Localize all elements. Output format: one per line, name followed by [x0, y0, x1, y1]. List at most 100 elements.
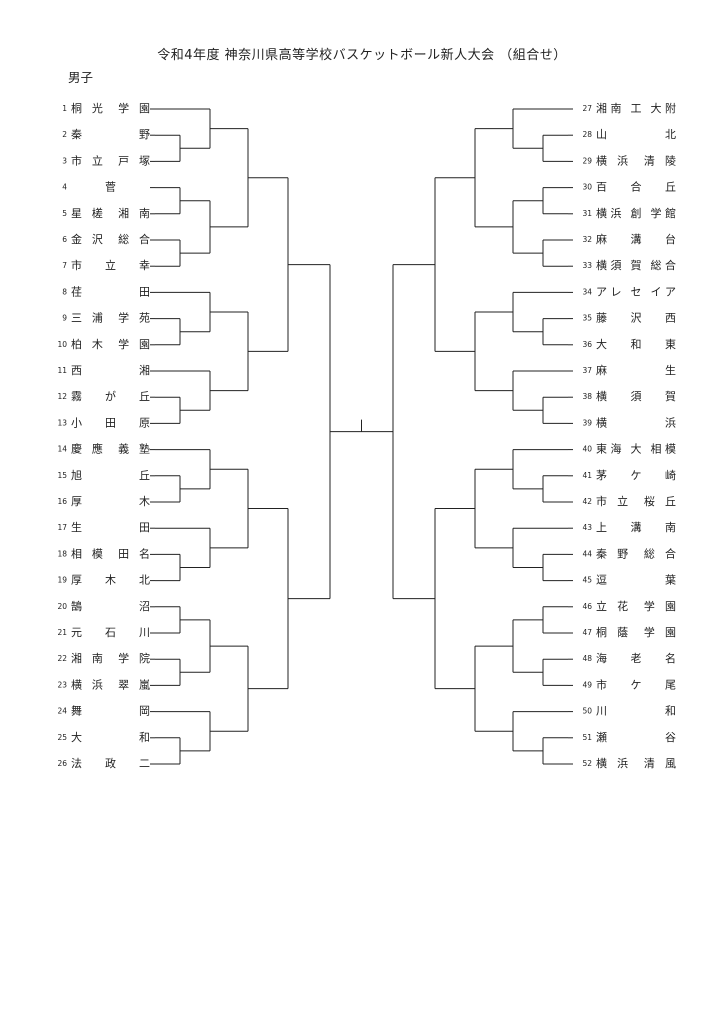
- team-name-char: 風: [665, 757, 676, 770]
- team-name-char: 賀: [665, 390, 676, 403]
- team-seed: 45: [582, 576, 592, 585]
- team-name-char: 星: [71, 207, 82, 220]
- team-name-char: 丘: [665, 181, 676, 194]
- team-name-char: 塚: [139, 154, 150, 167]
- team-name-char: 清: [644, 154, 655, 167]
- team-name-char: 麻: [596, 363, 607, 377]
- team-seed: 22: [57, 654, 67, 663]
- team-name-char: が: [105, 389, 116, 403]
- team-name-char: 百: [596, 181, 607, 194]
- team-name-char: 田: [118, 547, 129, 560]
- team-name-char: 瀬: [596, 730, 607, 744]
- team-name-char: 石: [105, 626, 116, 639]
- team-seed: 30: [582, 183, 592, 192]
- team-name-char: 木: [92, 338, 103, 351]
- team-name-char: 田: [139, 285, 150, 298]
- team-name: 旭丘: [71, 468, 150, 482]
- team-seed: 6: [62, 235, 67, 244]
- team-name-char: 東: [665, 338, 676, 351]
- team-name-char: 湘: [71, 651, 82, 665]
- team-name-char: 園: [139, 338, 150, 351]
- team-seed: 18: [57, 549, 67, 558]
- team-name-char: 附: [665, 101, 676, 115]
- team-name-char: 野: [139, 128, 150, 141]
- team-name-char: 槎: [92, 206, 103, 220]
- team-name-char: 麻: [596, 232, 607, 246]
- team-seed: 49: [582, 680, 592, 689]
- team-name: 横浜清風: [596, 756, 676, 770]
- team-seed: 4: [62, 183, 67, 192]
- team-name: 湘南工大附: [596, 101, 676, 115]
- team-name: 横浜清陵: [596, 153, 676, 167]
- team-name-char: 溝: [631, 521, 642, 534]
- team-name-char: 桜: [644, 494, 655, 508]
- team-name-char: 岡: [139, 705, 150, 718]
- team-seed: 17: [57, 523, 67, 532]
- team-name-char: 丘: [139, 390, 150, 403]
- team-seed: 50: [582, 707, 592, 716]
- team-name-char: 原: [139, 416, 150, 429]
- team-name: 秦野: [71, 127, 150, 141]
- team-name: 市立幸: [71, 258, 150, 272]
- team-name: 東海大相模: [596, 442, 676, 456]
- team-name-char: 谷: [665, 731, 676, 744]
- team-name: 瀬谷: [596, 730, 676, 744]
- team-name: 山北: [596, 128, 676, 141]
- team-name-char: 台: [665, 232, 676, 246]
- team-name-char: 葉: [665, 573, 676, 587]
- team-seed: 21: [57, 628, 67, 637]
- team-name-char: 生: [71, 520, 82, 534]
- team-name-char: 和: [631, 338, 642, 351]
- team-name-char: 横: [596, 756, 607, 770]
- team-name-char: 南: [665, 521, 676, 534]
- team-seed: 11: [57, 366, 67, 375]
- team-seed: 46: [582, 602, 592, 611]
- team-name-char: 柏: [71, 337, 82, 351]
- team-name: 元石川: [71, 626, 150, 639]
- team-seed: 20: [57, 602, 67, 611]
- team-name-char: ア: [665, 285, 676, 298]
- team-name-char: 市: [71, 258, 82, 272]
- team-name-char: 逗: [596, 574, 607, 587]
- team-name-char: 南: [92, 652, 103, 665]
- team-name: 西湘: [71, 363, 150, 377]
- team-seed: 39: [582, 418, 592, 427]
- team-name-char: 沢: [631, 311, 642, 325]
- team-name: 湘南学院: [71, 651, 150, 665]
- team-name-char: 三: [71, 312, 82, 325]
- team-seed: 44: [582, 549, 592, 558]
- team-name-char: 鵠: [71, 599, 82, 613]
- team-name-char: 総: [644, 546, 655, 560]
- team-name: 横浜翠嵐: [71, 677, 150, 691]
- team-name-char: 翠: [118, 678, 129, 691]
- team-name-char: 学: [118, 337, 129, 351]
- team-name-char: 陵: [665, 154, 676, 167]
- team-name: 厚木: [71, 495, 150, 508]
- team-name-char: 園: [665, 626, 676, 639]
- team-name-char: 総: [651, 258, 662, 272]
- team-name-char: 立: [105, 258, 116, 272]
- team-seed: 41: [582, 471, 592, 480]
- team-name-char: 館: [665, 206, 676, 220]
- team-name-char: イ: [651, 285, 662, 298]
- team-name-char: 湘: [118, 206, 129, 220]
- team-name-char: セ: [631, 285, 642, 298]
- team-name-char: 嵐: [139, 678, 150, 691]
- team-name: 麻生: [596, 363, 676, 377]
- team-seed: 25: [57, 733, 67, 742]
- team-name-char: 市: [71, 153, 82, 167]
- team-name-char: 模: [92, 547, 103, 560]
- team-seed: 13: [57, 418, 67, 427]
- team-seed: 24: [57, 707, 67, 716]
- team-name-char: 茅: [596, 469, 607, 482]
- team-name-char: 合: [139, 232, 150, 246]
- team-name: 横須賀: [596, 389, 676, 403]
- team-name: 秦野総合: [596, 546, 676, 560]
- team-name: 荏田: [71, 285, 150, 298]
- team-name-char: 学: [644, 625, 655, 639]
- team-name-char: 合: [665, 258, 676, 272]
- team-name: 上溝南: [596, 521, 676, 534]
- team-name: 茅ケ崎: [596, 468, 676, 482]
- team-name-char: 舞: [71, 705, 82, 718]
